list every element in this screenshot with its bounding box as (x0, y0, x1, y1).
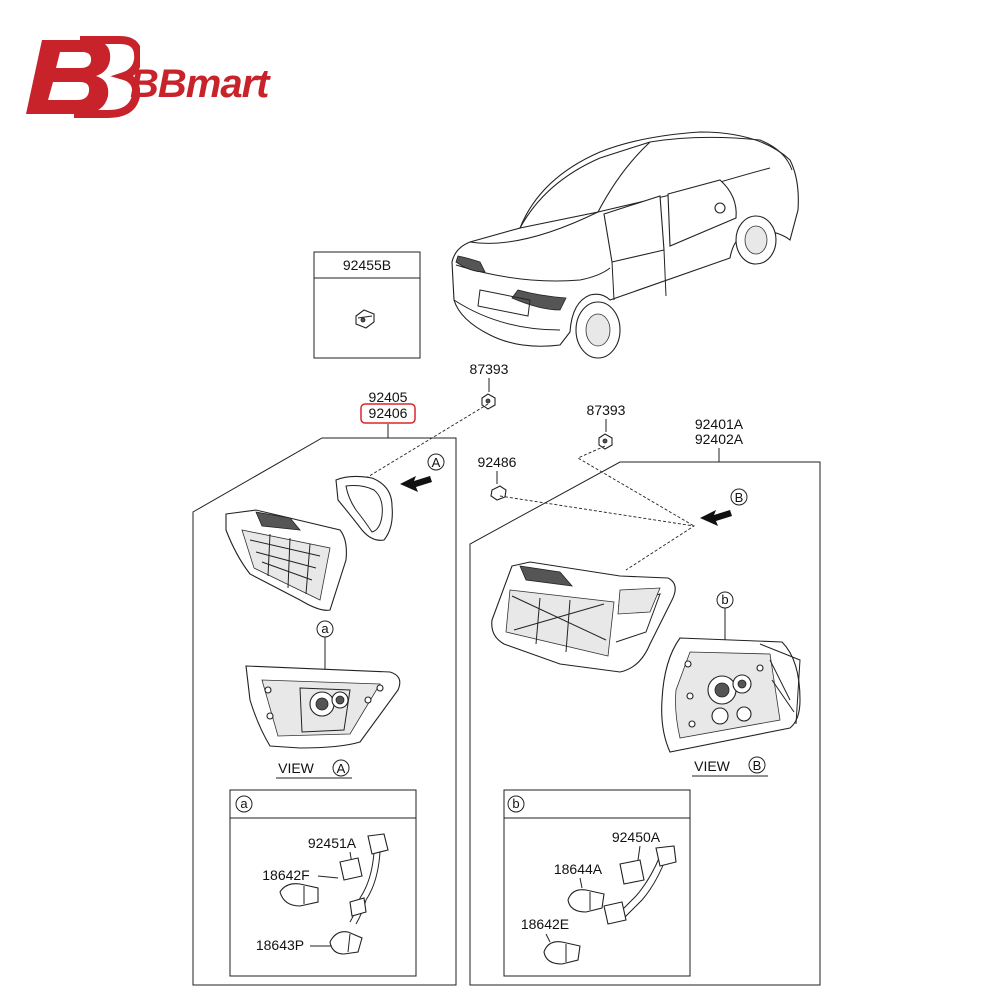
nut-icon (481, 393, 496, 410)
view-b-letter: B (753, 758, 762, 773)
label-92405: 92405 (369, 389, 408, 405)
nut-icon (598, 433, 613, 450)
car-icon (451, 131, 799, 359)
bulb-icon (543, 941, 581, 965)
highlight-92406 (360, 403, 416, 424)
bbmart-logo-icon (26, 36, 143, 118)
label-92450A: 92450A (612, 829, 661, 845)
arrow-b-letter: B (735, 490, 744, 505)
label-18642E: 18642E (521, 916, 569, 932)
label-92451A: 92451A (308, 835, 357, 851)
label-92406: 92406 (369, 405, 408, 421)
box-b-letter: b (512, 796, 519, 811)
view-a-circle (332, 759, 350, 777)
view-b-circle (748, 756, 766, 774)
box-a-letter: a (240, 796, 248, 811)
outer-tail-lamp-part (491, 561, 676, 673)
label-18643P: 18643P (256, 937, 304, 953)
view-a-word: VIEW (278, 760, 315, 776)
bolt-icon (355, 309, 375, 329)
arrow-b-circle (730, 488, 748, 506)
label-18644A: 18644A (554, 861, 603, 877)
view-a-letter: A (337, 761, 346, 776)
label-92486: 92486 (478, 454, 517, 470)
right-assembly-frame (469, 461, 821, 986)
bbmart-logo (20, 30, 350, 120)
bulb-icon (279, 883, 319, 907)
box-b: b 92450A 18644A 18642E (503, 789, 691, 977)
box-a: a 92451A 18642F 18643P (229, 789, 417, 977)
gasket-part (335, 475, 393, 541)
brand-name: BBmart (130, 62, 269, 106)
view-b-lamp-back (661, 637, 801, 753)
arrow-icon (700, 510, 732, 526)
clip-icon (490, 485, 507, 501)
arrow-icon (400, 476, 432, 492)
arrow-a-circle (427, 453, 445, 471)
bulb-icon (567, 889, 605, 913)
arrow-a-letter: A (432, 455, 441, 470)
label-87393-left: 87393 (470, 361, 509, 377)
part-92455B-box: 92455B (313, 251, 421, 359)
label-92401A: 92401A (695, 416, 744, 432)
label-87393-right: 87393 (587, 402, 626, 418)
view-b-word: VIEW (694, 758, 731, 774)
label-92455B: 92455B (343, 257, 391, 273)
left-assembly-frame (192, 437, 457, 986)
callout-a-letter: a (321, 621, 329, 636)
inner-tail-lamp-part (225, 509, 347, 611)
socket-icon (603, 845, 677, 925)
view-a-lamp-back (245, 665, 401, 749)
socket-icon (339, 833, 389, 917)
bulb-icon (329, 931, 363, 955)
label-18642F: 18642F (262, 867, 309, 883)
callout-b-letter: b (721, 592, 728, 607)
label-92402A: 92402A (695, 431, 744, 447)
